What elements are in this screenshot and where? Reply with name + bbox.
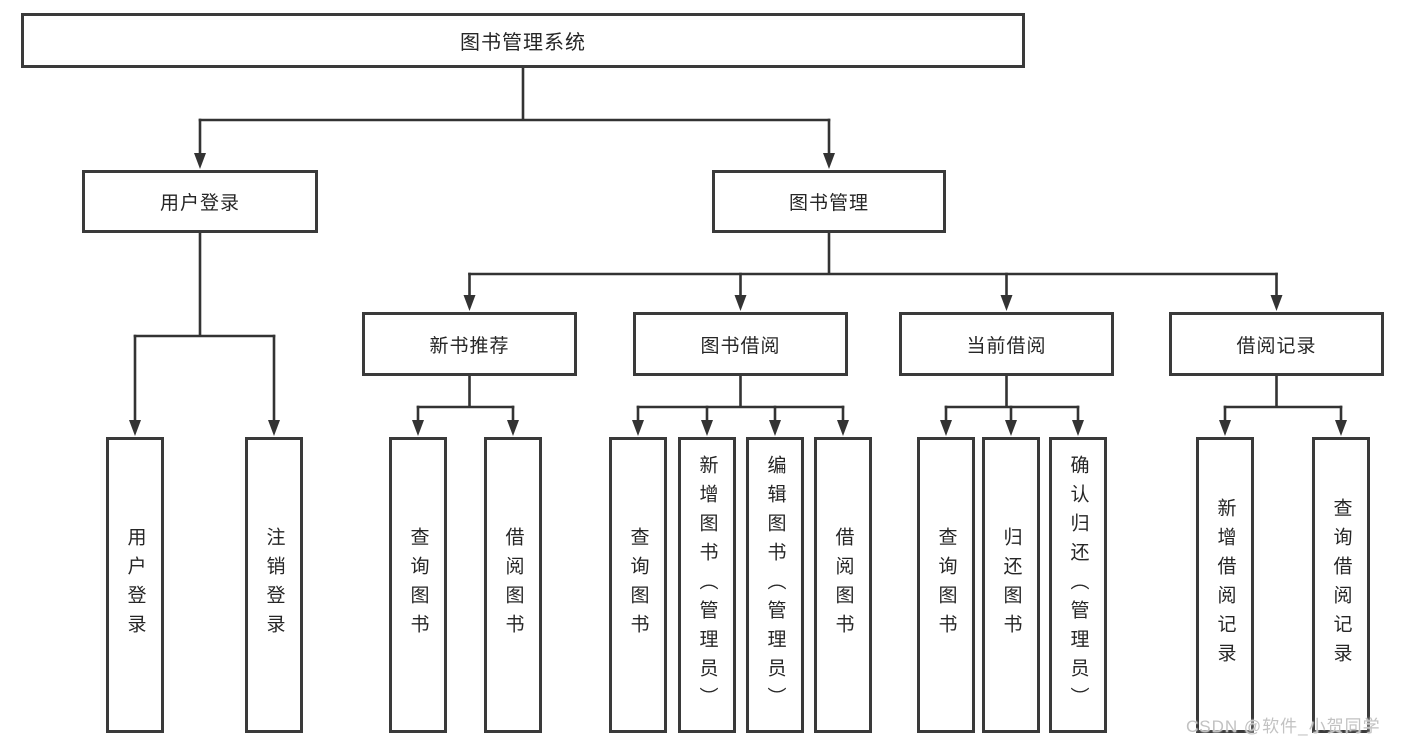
- leaf-query-books-borrow: 查询图书: [609, 437, 667, 733]
- leaf-add-books-admin: 新增图书（管理员）: [678, 437, 736, 733]
- leaf-query-books-current: 查询图书: [917, 437, 975, 733]
- leaf-query-books-recommend: 查询图书: [389, 437, 447, 733]
- leaf-add-borrow-record: 新增借阅记录: [1196, 437, 1254, 733]
- leaf-borrow-books-recommend: 借阅图书: [484, 437, 542, 733]
- leaf-return-books: 归还图书: [982, 437, 1040, 733]
- node-book-management: 图书管理: [712, 170, 946, 233]
- leaf-logout: 注销登录: [245, 437, 303, 733]
- leaf-borrow-books: 借阅图书: [814, 437, 872, 733]
- csdn-watermark: CSDN @软件_小贺同学: [1186, 717, 1381, 736]
- leaf-edit-books-admin: 编辑图书（管理员）: [746, 437, 804, 733]
- node-borrow-records: 借阅记录: [1169, 312, 1384, 376]
- node-user-login: 用户登录: [82, 170, 318, 233]
- leaf-query-borrow-record: 查询借阅记录: [1312, 437, 1370, 733]
- leaf-confirm-return-admin: 确认归还（管理员）: [1049, 437, 1107, 733]
- node-current-borrow: 当前借阅: [899, 312, 1114, 376]
- node-book-borrow: 图书借阅: [633, 312, 848, 376]
- node-library-management-system: 图书管理系统: [21, 13, 1025, 68]
- node-new-book-recommend: 新书推荐: [362, 312, 577, 376]
- leaf-user-login: 用户登录: [106, 437, 164, 733]
